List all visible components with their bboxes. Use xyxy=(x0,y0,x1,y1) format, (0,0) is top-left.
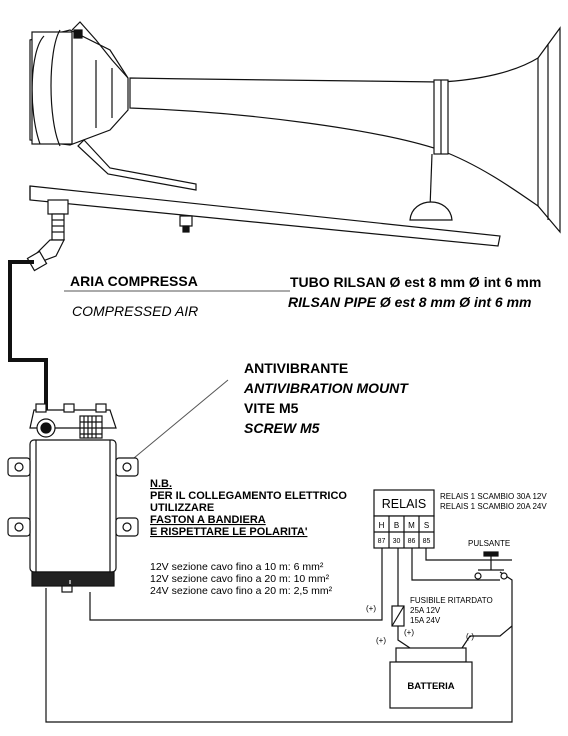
battery-label: BATTERIA xyxy=(407,681,454,692)
polarity-plus-battery: (+) xyxy=(376,636,386,645)
antivibrante-label: ANTIVIBRANTE xyxy=(244,360,348,376)
relay-pin-87: 87 xyxy=(378,538,386,545)
cable-section-3: 24V sezione cavo fino a 20 m: 2,5 mm² xyxy=(150,585,333,597)
note-nb: N.B. xyxy=(150,478,172,490)
cable-section-1: 12V sezione cavo fino a 10 m: 6 mm² xyxy=(150,561,324,573)
fuse-title: FUSIBILE RITARDATO xyxy=(410,596,493,605)
relay-spec-1: RELAIS 1 SCAMBIO 30A 12V xyxy=(440,492,547,501)
note-line-4: E RISPETTARE LE POLARITA' xyxy=(150,526,308,538)
relay-pin-86: 86 xyxy=(408,538,416,545)
cable-section-2: 12V sezione cavo fino a 20 m: 10 mm² xyxy=(150,573,330,585)
compressor xyxy=(7,403,139,593)
antivibrante-leader xyxy=(133,379,229,459)
note-line-1: PER IL COLLEGAMENTO ELETTRICO xyxy=(150,490,347,502)
relay-pin-85: 85 xyxy=(423,538,431,545)
antivibration-mount-label: ANTIVIBRATION MOUNT xyxy=(243,380,409,396)
relay-box xyxy=(373,489,435,549)
battery-icon xyxy=(389,647,473,709)
note-line-2: UTILIZZARE xyxy=(150,502,214,514)
tubo-rilsan-label: TUBO RILSAN Ø est 8 mm Ø int 6 mm xyxy=(290,274,541,290)
polarity-minus-battery: (-) xyxy=(466,632,474,641)
relay-pin-top-s: S xyxy=(424,521,429,530)
pulsante-label: PULSANTE xyxy=(468,539,510,548)
wiring xyxy=(45,548,513,723)
fuse-spec-2: 15A 24V xyxy=(410,616,441,625)
rilsan-pipe-label: RILSAN PIPE Ø est 8 mm Ø int 6 mm xyxy=(288,294,532,310)
relay-title: RELAIS xyxy=(382,497,426,511)
polarity-plus-compressor: (+) xyxy=(366,604,376,613)
note-line-3: FASTON A BANDIERA xyxy=(150,514,266,526)
relay-pin-top-b: B xyxy=(394,521,399,530)
pushbutton-icon xyxy=(474,551,508,580)
fuse-spec-1: 25A 12V xyxy=(410,606,441,615)
compressed-air-label: COMPRESSED AIR xyxy=(72,303,198,319)
relay-spec-2: RELAIS 1 SCAMBIO 20A 24V xyxy=(440,502,547,511)
vite-m5-label: VITE M5 xyxy=(244,400,299,416)
air-hose xyxy=(8,260,48,418)
screw-m5-label: SCREW M5 xyxy=(244,420,320,436)
polarity-plus-fuse: (+) xyxy=(404,628,414,637)
aria-compressa-label: ARIA COMPRESSA xyxy=(70,273,198,289)
relay-pin-30: 30 xyxy=(393,538,401,545)
relay-pin-top-m: M xyxy=(408,521,415,530)
air-horn-illustration xyxy=(26,21,561,272)
relay-pin-top-h: H xyxy=(379,521,385,530)
